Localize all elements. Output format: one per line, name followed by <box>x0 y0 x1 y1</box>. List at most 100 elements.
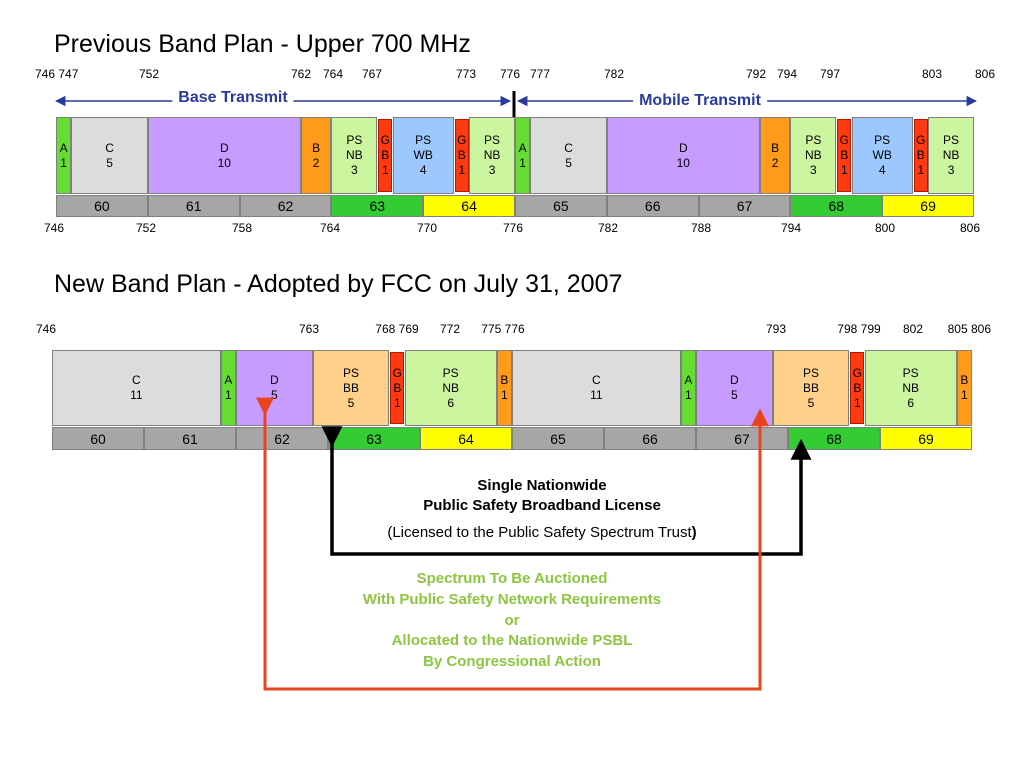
frequency-tick: 788 <box>690 221 712 235</box>
band-block-line: G <box>457 133 467 147</box>
band-block-line: 3 <box>947 163 955 177</box>
frequency-tick: 758 <box>231 221 253 235</box>
band-block-line: D <box>678 140 688 155</box>
band-block-line: 1 <box>684 388 692 402</box>
frequency-tick: 762 <box>290 67 312 81</box>
band-block-line: 10 <box>676 155 690 170</box>
frequency-tick: 746 747 <box>35 67 79 81</box>
band-block-line: NB <box>942 148 960 162</box>
tv-channel-61: 61 <box>144 427 236 450</box>
band-block-line: 3 <box>350 163 358 177</box>
band-block-line: G <box>392 365 402 380</box>
band-block-line: C <box>105 140 114 155</box>
band-block-line: 2 <box>771 155 779 170</box>
frequency-tick: 806 <box>974 67 995 81</box>
license-line-1: Single Nationwide <box>477 477 607 494</box>
band-block-line: G <box>380 133 390 147</box>
tv-channel-62: 62 <box>239 195 332 217</box>
frequency-tick: 793 <box>765 322 787 336</box>
tv-channel-67: 67 <box>698 195 791 217</box>
band-block-line: PS <box>802 365 819 380</box>
tv-channel-69: 69 <box>880 427 972 450</box>
tv-channel-60: 60 <box>52 427 144 450</box>
band-block-line: G <box>916 133 926 147</box>
band-block-line: 11 <box>130 388 143 402</box>
band-block-line: D <box>729 373 739 387</box>
band-block-line: B <box>853 380 862 395</box>
band-block-line: NB <box>805 148 822 162</box>
band-block-line: NB <box>442 380 459 395</box>
band-block-line: B <box>500 373 509 387</box>
frequency-tick: 752 <box>138 67 160 81</box>
frequency-tick: 773 <box>455 67 477 81</box>
band-block-line: NB <box>483 148 501 162</box>
band-block-line: A <box>224 373 233 387</box>
frequency-tick: 798 799 <box>837 322 881 336</box>
band-block-line: C <box>131 373 141 387</box>
band-block-line: NB <box>346 148 363 162</box>
band-block-line: C <box>591 373 601 387</box>
band-block-line: D <box>269 373 279 387</box>
band-block-line: B <box>381 148 390 162</box>
band-block-line: C <box>564 140 573 155</box>
frequency-tick: 782 <box>603 67 625 81</box>
band-block-line: B <box>457 148 466 162</box>
band-block-line: BB <box>802 380 819 395</box>
tv-channel-64: 64 <box>423 195 515 217</box>
tv-channel-62: 62 <box>236 427 328 450</box>
band-block-line: 5 <box>565 155 572 170</box>
frequency-tick: 775 776 <box>481 322 525 336</box>
band-block-line: B <box>393 380 402 395</box>
band-block-line: G <box>839 133 849 147</box>
frequency-tick: 776 <box>502 221 524 235</box>
band-block-line: A <box>518 140 527 155</box>
band-block-line: PS <box>902 365 919 380</box>
band-block-line: 1 <box>853 395 861 410</box>
frequency-tick: 746 <box>36 322 57 336</box>
band-block-line: 1 <box>224 388 232 402</box>
band-block-line: B <box>916 148 925 162</box>
band-block-line: 10 <box>217 155 231 170</box>
band-block-line: 2 <box>312 155 320 170</box>
band-block-line: 5 <box>807 395 815 410</box>
band-block-line: B <box>960 373 969 387</box>
frequency-tick: 772 <box>439 322 461 336</box>
new-plan-title: New Band Plan - Adopted by FCC on July 3… <box>54 270 623 298</box>
band-block-line: 5 <box>730 388 738 402</box>
frequency-tick: 797 <box>819 67 841 81</box>
frequency-tick: 770 <box>416 221 438 235</box>
band-block-line: 4 <box>878 163 886 177</box>
band-block-line: PS <box>484 133 501 147</box>
band-block-line: PS <box>346 133 363 147</box>
band-block-line: NB <box>902 380 919 395</box>
tv-channel-69: 69 <box>882 195 974 217</box>
band-block-line: D <box>219 140 229 155</box>
frequency-tick: 806 <box>959 221 980 235</box>
frequency-tick: 777 <box>529 67 551 81</box>
band-block-line: PS <box>943 133 960 147</box>
band-block-line: 1 <box>917 163 925 177</box>
band-block-line: 1 <box>60 155 67 170</box>
frequency-tick: 794 <box>776 67 798 81</box>
frequency-tick: 794 <box>780 221 802 235</box>
license-line-3-close: ) <box>691 524 697 541</box>
frequency-tick: 752 <box>135 221 157 235</box>
